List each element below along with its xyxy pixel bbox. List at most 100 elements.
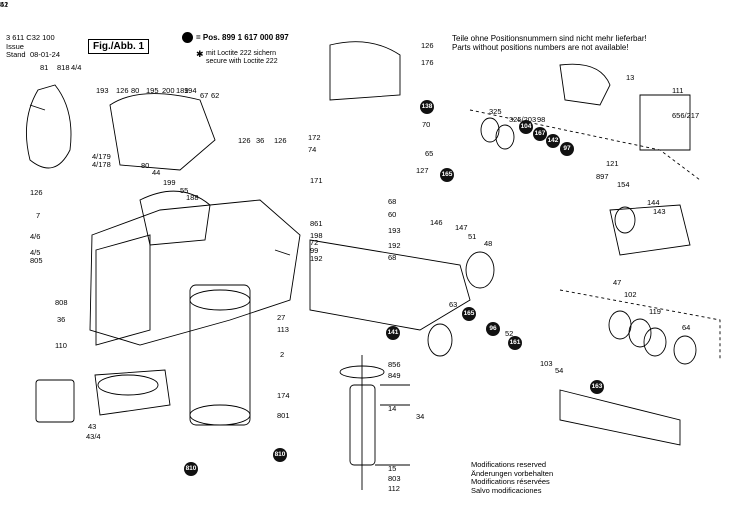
- part-label: 656/217: [672, 111, 700, 120]
- part-label: 60: [388, 210, 397, 219]
- part-label: 43/4: [86, 432, 101, 441]
- part-badge: 138: [420, 100, 434, 114]
- part-label: 52: [0, 0, 9, 9]
- part-label: 805: [30, 256, 43, 265]
- part-label: 13: [626, 73, 635, 82]
- part-label: 44: [152, 168, 161, 177]
- part-label: 189: [176, 86, 189, 95]
- part-label: 103: [540, 359, 553, 368]
- part-label: 325: [489, 107, 502, 116]
- part-badge: 167: [533, 127, 547, 141]
- part-label: 54: [555, 366, 564, 375]
- stand-label: Stand: [6, 50, 26, 59]
- part-label: 146: [430, 218, 443, 227]
- part-label: 325/203: [509, 115, 536, 124]
- figure-label: Fig./Abb. 1: [88, 39, 150, 54]
- stand-date: 08-01-24: [30, 50, 61, 59]
- part-label: 4/6: [30, 232, 41, 241]
- mod-line-es: Salvo modificaciones: [471, 485, 542, 495]
- part-label: 41: [0, 0, 9, 9]
- part-label: 112: [388, 484, 400, 493]
- filled-circle-icon: [182, 32, 193, 43]
- part-label: 192: [388, 241, 401, 250]
- part-label: 4/4: [71, 63, 82, 72]
- modifications-note: Modifications reserved Änderungen vorbeh…: [471, 460, 554, 495]
- part-label: 193: [96, 86, 109, 95]
- part-label: 193: [388, 226, 401, 235]
- part-label: 126: [30, 188, 43, 197]
- part-label: 68: [388, 197, 397, 206]
- part-label: 36: [256, 136, 265, 145]
- part-badge: 97: [560, 142, 574, 156]
- part-label: 849: [388, 371, 401, 380]
- position-line: = Pos. 899 1 617 000 897: [196, 33, 289, 42]
- part-label: 126: [274, 136, 287, 145]
- part-label: 102: [624, 290, 637, 299]
- notice-en: Parts without positions numbers are not …: [452, 43, 629, 52]
- part-label: 195: [146, 86, 159, 95]
- part-label: 199: [163, 178, 176, 187]
- part-label: 14: [388, 404, 397, 413]
- part-label: 171: [310, 176, 323, 185]
- part-label: 110: [55, 341, 67, 350]
- part-badge: 163: [590, 380, 604, 394]
- part-label: 70: [422, 120, 431, 129]
- part-label: 48: [484, 239, 493, 248]
- part-label: 188: [186, 193, 199, 202]
- part-label: 74: [308, 145, 317, 154]
- loctite-note-en: secure with Loctite 222: [206, 58, 278, 65]
- part-label: 801: [277, 411, 290, 420]
- part-label: 147: [455, 223, 468, 232]
- part-label: 897: [596, 172, 609, 181]
- part-number: 3 611 C32 100: [6, 33, 55, 42]
- part-label: 7: [36, 211, 41, 220]
- part-label: 127: [416, 166, 429, 175]
- part-label: 51: [468, 232, 477, 241]
- part-label: 98: [537, 115, 546, 124]
- notice-de: Teile ohne Positionsnummern sind nicht m…: [452, 34, 647, 43]
- part-label: 67: [200, 91, 209, 100]
- mod-line-de: Änderungen vorbehalten: [471, 468, 554, 478]
- part-label: 47: [613, 278, 622, 287]
- part-badge: 165: [462, 307, 476, 321]
- part-label: 65: [425, 149, 434, 158]
- loctite-note-de: mit Loctite 222 sichern: [206, 50, 277, 57]
- part-label: 111: [672, 86, 684, 95]
- part-label: 80: [141, 161, 150, 170]
- part-label: 52: [505, 329, 514, 338]
- part-badge: 141: [386, 326, 400, 340]
- part-badge: 165: [440, 168, 454, 182]
- part-badge: 810: [184, 462, 198, 476]
- part-label: 27: [277, 313, 286, 322]
- part-label: 143: [653, 207, 666, 216]
- part-label: 4/179: [92, 152, 111, 161]
- part-label: 36: [57, 315, 66, 324]
- part-label: 856: [388, 360, 401, 369]
- part-label: 55: [180, 186, 189, 195]
- part-badge: 96: [486, 322, 500, 336]
- mod-line-en: Modifications reserved: [471, 460, 547, 469]
- part-label: 144: [647, 198, 660, 207]
- part-label: 15: [388, 464, 397, 473]
- part-label: 68: [388, 253, 397, 262]
- part-label: 121: [606, 159, 619, 168]
- part-label: 62: [211, 91, 220, 100]
- part-label: 154: [617, 180, 630, 189]
- part-label: 808: [55, 298, 68, 307]
- part-label: 4/178: [92, 160, 111, 169]
- star-icon: ✱: [196, 49, 204, 59]
- part-label: 113: [277, 325, 289, 334]
- part-label: 81: [40, 63, 49, 72]
- part-label: 34: [416, 412, 425, 421]
- part-label: 126: [421, 41, 434, 50]
- part-label: 198: [310, 231, 323, 240]
- part-label: 126: [238, 136, 251, 145]
- part-label: 818: [57, 63, 70, 72]
- part-label: 194: [184, 86, 197, 95]
- part-badge: 810: [273, 448, 287, 462]
- part-label: 80: [131, 86, 140, 95]
- part-label: 172: [308, 133, 321, 142]
- part-label: 126: [116, 86, 129, 95]
